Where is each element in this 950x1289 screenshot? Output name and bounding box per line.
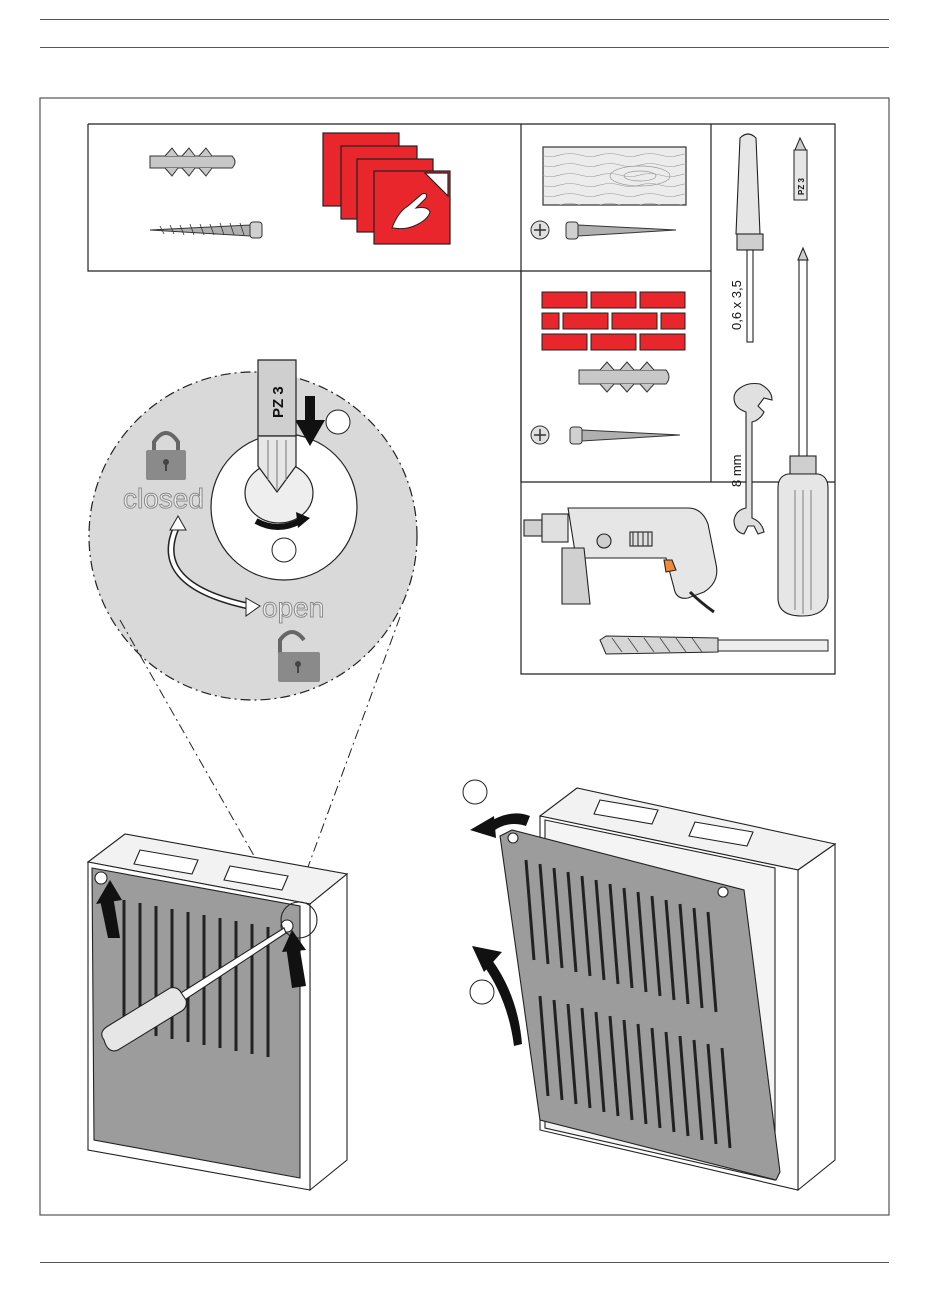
wall-plug-icon [579,362,669,392]
pz-bit-label: PZ 3 [270,386,287,418]
step-1-marker [463,780,487,804]
brick-wall-icon [542,292,685,350]
pz-small-label: PZ 3 [797,178,806,195]
zoom-detail [89,360,417,700]
cabinet-right [500,788,835,1190]
screwdriver-icon [778,248,828,616]
sticker-stack-icon [323,133,450,244]
step-2-marker [470,980,494,1004]
closed-label: closed [123,483,204,514]
screw-icon [150,222,262,238]
screw-icon [531,221,676,239]
wall-plug-icon [150,148,235,176]
wood-board-icon [543,147,686,205]
drill-bit-icon [600,636,828,654]
drill-icon [524,508,717,612]
screwdriver-size-label: 0,6 x 3,5 [729,280,744,330]
open-label: open [262,592,324,623]
cabinet-left [88,834,347,1190]
screw-icon [531,426,680,444]
wrench-size-label: 8 mm [729,455,744,488]
